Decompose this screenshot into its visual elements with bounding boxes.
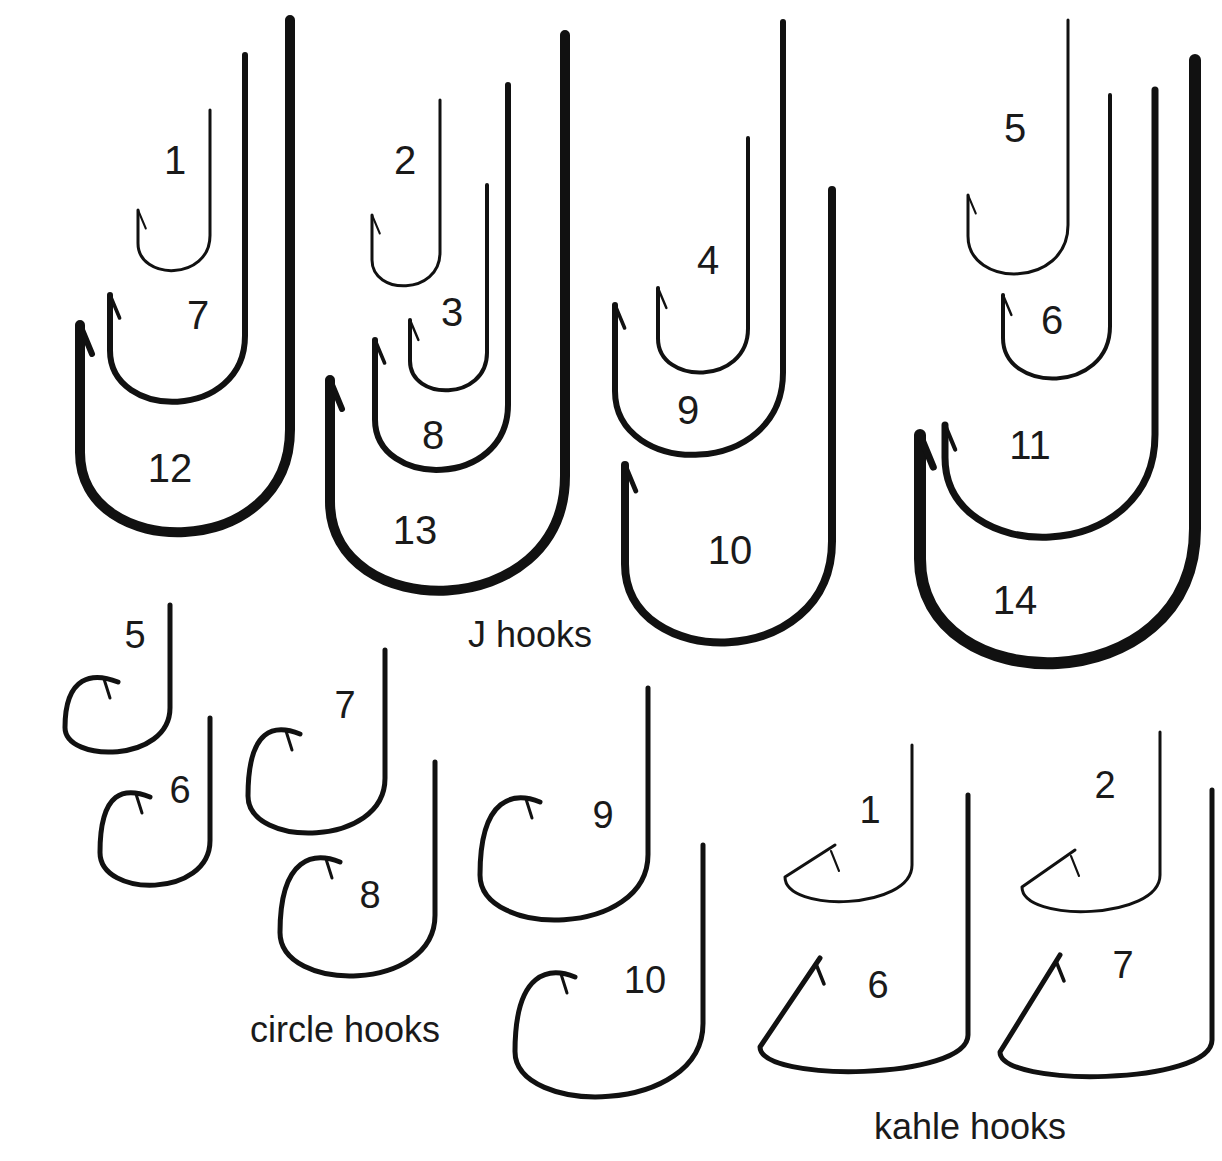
hook-barb [920,435,933,467]
circle-hook [65,605,170,752]
size-number: 8 [422,415,444,455]
j-hook [945,90,1155,537]
hook-barb [104,679,110,698]
j-hook [80,20,290,532]
j-hook [625,190,832,642]
j-hook [138,110,210,271]
hook-barb [110,295,120,318]
hook-barb [658,288,666,308]
j-hook [110,55,245,402]
size-number: 7 [187,295,209,335]
group-label: J hooks [468,617,592,653]
hook-barb [526,799,532,818]
size-number: 10 [624,961,666,999]
j-hook [658,138,748,373]
circle-hook [248,650,385,833]
hook-barb [410,320,418,340]
size-number: 2 [394,140,416,180]
circle-hook [100,718,210,885]
j-hook [968,20,1068,274]
size-number: 10 [708,530,753,570]
size-number: 1 [164,140,186,180]
hook-barb [615,305,625,328]
hook-barb [286,731,292,750]
kahle-hook [785,745,912,902]
size-number: 6 [867,966,888,1004]
size-number: 7 [334,686,355,724]
circle-hook [280,762,435,976]
size-number: 7 [1112,946,1133,984]
circle-hook [515,845,703,1097]
group-label: kahle hooks [874,1109,1066,1145]
size-number: 9 [677,390,699,430]
size-number: 13 [393,510,438,550]
size-number: 1 [859,791,880,829]
hook-barb [375,340,385,363]
hook-barb [561,974,567,993]
hook-barb [1056,961,1064,981]
size-number: 2 [1094,766,1115,804]
size-number: 11 [1009,425,1051,465]
j-hook [372,100,440,286]
j-hook [1003,95,1110,378]
hook-barb [136,794,142,813]
hook-barb [831,851,839,871]
kahle-hook [760,795,968,1072]
j-hook [410,185,487,390]
hook-barb [968,195,976,214]
j-hook [375,85,508,470]
group-label: circle hooks [250,1012,440,1048]
size-number: 3 [441,292,463,332]
hook-barb [1071,856,1079,876]
size-number: 12 [148,448,193,488]
size-number: 6 [1041,300,1063,340]
size-number: 8 [359,876,380,914]
hook-barb [138,210,146,229]
j-hook [920,60,1195,663]
size-number: 5 [1004,108,1026,148]
hook-barb [330,380,342,409]
size-number: 4 [697,240,719,280]
size-number: 5 [124,616,145,654]
kahle-hook [1022,732,1160,912]
hook-barb [372,215,380,234]
hook-barb [80,325,92,354]
j-hook [330,35,565,591]
size-number: 14 [993,580,1038,620]
hook-barb [945,425,955,450]
j-hook [615,22,783,455]
size-number: 9 [592,796,613,834]
circle-hook [480,688,648,920]
hook-barb [625,465,636,491]
hook-barb [816,964,824,984]
hook-barb [326,859,332,878]
kahle-hook [1000,790,1212,1077]
hook-barb [1003,295,1011,315]
size-number: 6 [169,771,190,809]
